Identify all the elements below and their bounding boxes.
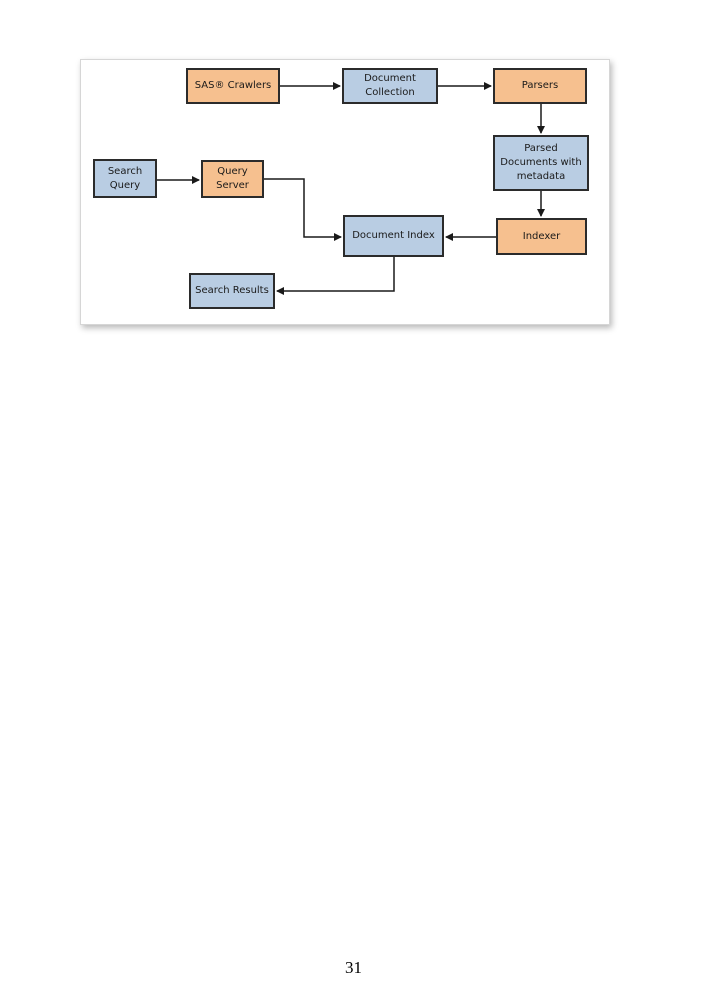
parsed-documents-node: Parsed Documents with metadata [493,135,589,191]
document-index-node: Document Index [343,215,444,257]
search-results-node: Search Results [189,273,275,309]
sas-crawlers-node: SAS® Crawlers [186,68,280,104]
search-query-node: Search Query [93,159,157,198]
document-collection-node: Document Collection [342,68,438,104]
query-server-node: Query Server [201,160,264,198]
indexer-node: Indexer [496,218,587,255]
page-number: 31 [345,958,362,977]
parsers-node: Parsers [493,68,587,104]
